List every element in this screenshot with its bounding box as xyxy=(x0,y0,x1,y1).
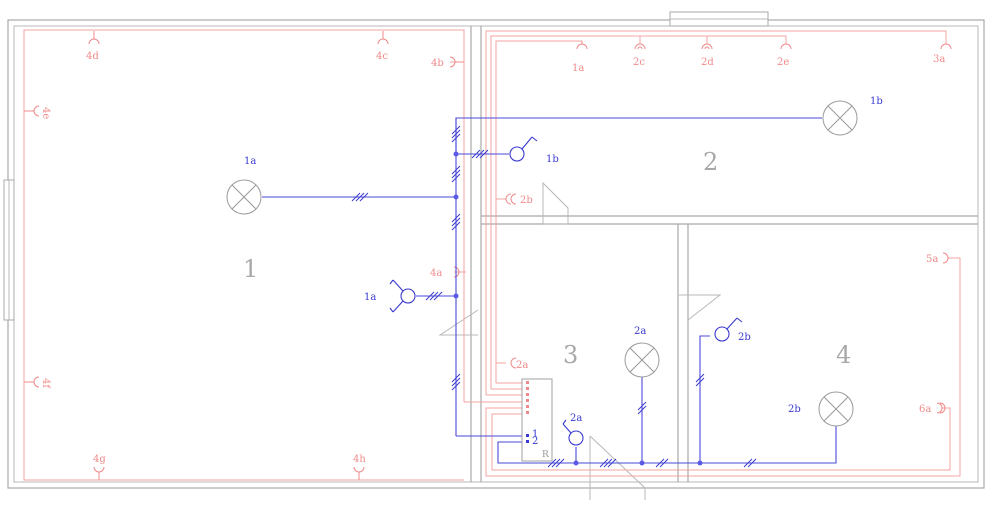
socket-label-4b: 4b xyxy=(431,58,444,69)
socket-2b[interactable] xyxy=(505,193,517,205)
socket-label-4d: 4d xyxy=(86,51,99,62)
switch-1b[interactable] xyxy=(509,136,538,162)
socket-label-1a: 1a xyxy=(572,63,584,74)
socket-label-4f: 4f xyxy=(40,378,51,389)
socket-1a-r2[interactable] xyxy=(576,41,588,50)
light-fixture-1b[interactable] xyxy=(822,100,858,136)
switch-labels: 1b 1a 2a 2b xyxy=(364,154,751,424)
socket-label-4g: 4g xyxy=(93,454,106,465)
light-labels: 1a 1b 2a 2b xyxy=(244,96,883,415)
socket-label-4e: 4e xyxy=(40,107,51,119)
socket-label-2a: 2a xyxy=(516,360,528,371)
light-label-2b: 2b xyxy=(788,404,801,415)
lighting-circuits xyxy=(262,117,837,466)
socket-4c[interactable] xyxy=(377,31,389,45)
walls xyxy=(3,11,985,500)
socket-label-2b: 2b xyxy=(520,195,533,206)
distribution-panel[interactable]: 1 2 R xyxy=(521,378,553,462)
socket-label-3a: 3a xyxy=(933,54,945,65)
socket-4a[interactable] xyxy=(453,266,460,278)
junction-node xyxy=(639,460,645,466)
socket-label-4c: 4c xyxy=(376,51,388,62)
panel-label: R xyxy=(542,450,549,460)
door-swing-room1 xyxy=(438,309,479,336)
room-labels: 1 2 3 4 xyxy=(243,148,851,369)
socket-label-2d: 2d xyxy=(701,57,714,68)
light-label-1b: 1b xyxy=(870,96,883,107)
room-label-1: 1 xyxy=(243,255,258,283)
switch-2b[interactable] xyxy=(714,317,743,342)
socket-run-room2-inner xyxy=(490,35,787,389)
socket-labels: 4d 4c 4b 4e 4a 4f 4g 4h 1a 2c 2d 2e 3a 2… xyxy=(40,51,945,465)
socket-run-room1 xyxy=(23,29,465,481)
socket-run-room4 xyxy=(485,257,961,477)
socket-4b[interactable] xyxy=(449,56,464,68)
socket-run-room2-outer xyxy=(485,30,947,395)
socket-2a[interactable] xyxy=(510,357,517,369)
socket-2d[interactable] xyxy=(701,43,713,50)
room-label-2: 2 xyxy=(703,148,718,176)
light-run-room3-4 xyxy=(497,426,837,464)
socket-4e[interactable] xyxy=(24,105,40,117)
door-swing-entrance xyxy=(589,435,646,500)
switch-1a[interactable] xyxy=(389,279,416,313)
switches xyxy=(389,136,743,446)
junction-node xyxy=(573,460,579,466)
light-fixture-2a[interactable] xyxy=(624,342,660,378)
socket-label-2e: 2e xyxy=(777,57,789,68)
socket-label-4a: 4a xyxy=(430,268,442,279)
junction-node xyxy=(697,460,703,466)
junction-node xyxy=(453,194,459,200)
socket-4f[interactable] xyxy=(24,376,40,388)
room-label-4: 4 xyxy=(836,341,851,369)
light-fixtures xyxy=(226,100,858,427)
socket-4g[interactable] xyxy=(93,466,105,480)
switch-label-2b: 2b xyxy=(738,332,751,343)
junction-node xyxy=(453,293,459,299)
switch-label-1b: 1b xyxy=(546,154,559,165)
socket-6a[interactable] xyxy=(936,402,946,414)
light-label-1a: 1a xyxy=(244,156,256,167)
switch-label-1a: 1a xyxy=(364,292,376,303)
socket-symbols xyxy=(24,31,952,480)
junction-node xyxy=(453,151,459,157)
socket-3a[interactable] xyxy=(940,43,952,50)
socket-4h[interactable] xyxy=(353,466,365,480)
socket-4d[interactable] xyxy=(88,31,100,45)
light-run-1b xyxy=(455,117,822,154)
socket-label-4h: 4h xyxy=(353,454,366,465)
socket-2c[interactable] xyxy=(634,43,646,50)
door-swing-room2 xyxy=(542,181,569,225)
panel-circuit-1: 1 xyxy=(532,429,538,440)
socket-label-2c: 2c xyxy=(633,57,645,68)
socket-label-5a: 5a xyxy=(926,254,938,265)
socket-label-6a: 6a xyxy=(919,404,931,415)
socket-5a[interactable] xyxy=(942,252,949,264)
light-label-2a: 2a xyxy=(634,326,646,337)
cable-ticks xyxy=(351,125,757,468)
door-swing-room4 xyxy=(678,294,722,321)
switch-label-2a: 2a xyxy=(570,413,582,424)
light-fixture-2b[interactable] xyxy=(818,391,854,427)
switch-2a[interactable] xyxy=(562,419,584,446)
socket-2e[interactable] xyxy=(780,43,792,50)
light-fixture-1a[interactable] xyxy=(226,179,262,215)
room-label-3: 3 xyxy=(563,341,578,369)
panel-circuit-2: 2 xyxy=(532,436,538,447)
